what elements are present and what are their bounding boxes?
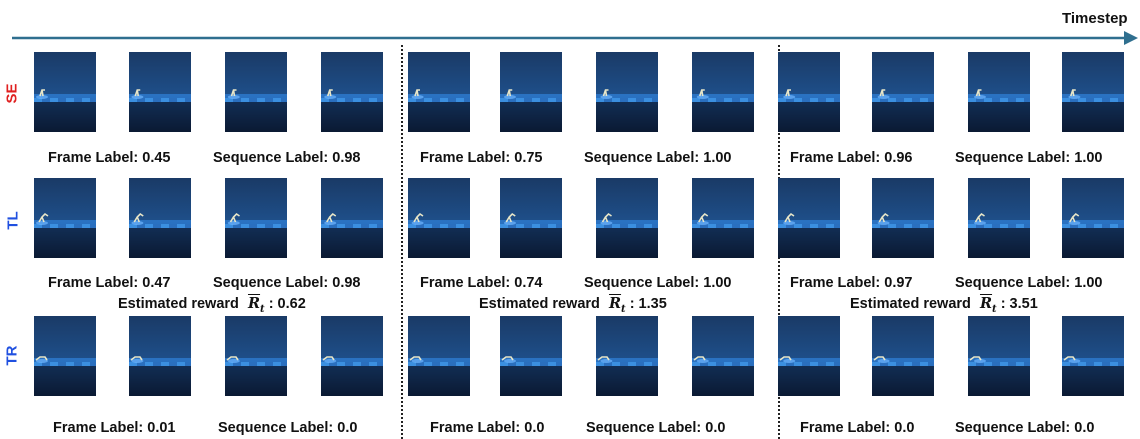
sequence-label: Sequence Label: 0.0 [218, 420, 358, 436]
frame-label: Frame Label: 0.0 [430, 420, 545, 436]
simulation-frame [225, 52, 287, 132]
sequence-label: Sequence Label: 1.00 [584, 150, 732, 166]
sequence-label: Sequence Label: 1.00 [955, 275, 1103, 291]
simulation-frame [692, 316, 754, 396]
frame-label: Frame Label: 0.01 [53, 420, 176, 436]
simulation-frame [129, 178, 191, 258]
frame-label: Frame Label: 0.75 [420, 150, 543, 166]
simulation-frame [1062, 52, 1124, 132]
simulation-frame [778, 316, 840, 396]
simulation-frame [500, 52, 562, 132]
frame-label: Frame Label: 0.96 [790, 150, 913, 166]
simulation-frame [321, 316, 383, 396]
segment-divider-1 [401, 45, 403, 439]
sequence-label: Sequence Label: 0.98 [213, 275, 361, 291]
simulation-frame [596, 178, 658, 258]
row-label-tr: TR [3, 345, 21, 366]
sequence-label: Sequence Label: 0.0 [586, 420, 726, 436]
simulation-frame [596, 52, 658, 132]
row-label-se: SE [3, 83, 21, 104]
simulation-frame [872, 178, 934, 258]
simulation-frame [225, 316, 287, 396]
simulation-frame [778, 52, 840, 132]
simulation-frame [968, 178, 1030, 258]
timeline-arrow [12, 31, 1138, 45]
frame-label: Frame Label: 0.74 [420, 275, 543, 291]
estimated-reward: Estimated reward Rt : 3.51 [850, 295, 1038, 315]
frame-label: Frame Label: 0.0 [800, 420, 915, 436]
simulation-frame [34, 52, 96, 132]
simulation-frame [500, 178, 562, 258]
sequence-label: Sequence Label: 0.98 [213, 150, 361, 166]
simulation-frame [1062, 178, 1124, 258]
simulation-frame [129, 316, 191, 396]
simulation-frame [596, 316, 658, 396]
simulation-frame [34, 178, 96, 258]
simulation-frame [778, 178, 840, 258]
simulation-frame [408, 178, 470, 258]
sequence-label: Sequence Label: 1.00 [584, 275, 732, 291]
simulation-frame [1062, 316, 1124, 396]
sequence-label: Sequence Label: 1.00 [955, 150, 1103, 166]
simulation-frame [872, 52, 934, 132]
timestep-label: Timestep [1062, 10, 1128, 27]
simulation-frame [408, 316, 470, 396]
estimated-reward: Estimated reward Rt : 0.62 [118, 295, 306, 315]
simulation-frame [692, 52, 754, 132]
simulation-frame [321, 52, 383, 132]
sequence-label: Sequence Label: 0.0 [955, 420, 1095, 436]
simulation-frame [968, 316, 1030, 396]
simulation-frame [500, 316, 562, 396]
simulation-frame [872, 316, 934, 396]
simulation-frame [321, 178, 383, 258]
simulation-frame [692, 178, 754, 258]
simulation-frame [968, 52, 1030, 132]
simulation-frame [34, 316, 96, 396]
frame-label: Frame Label: 0.45 [48, 150, 171, 166]
simulation-frame [225, 178, 287, 258]
estimated-reward: Estimated reward Rt : 1.35 [479, 295, 667, 315]
frame-label: Frame Label: 0.97 [790, 275, 913, 291]
simulation-frame [408, 52, 470, 132]
row-label-tl: TL [4, 211, 22, 230]
frame-label: Frame Label: 0.47 [48, 275, 171, 291]
simulation-frame [129, 52, 191, 132]
